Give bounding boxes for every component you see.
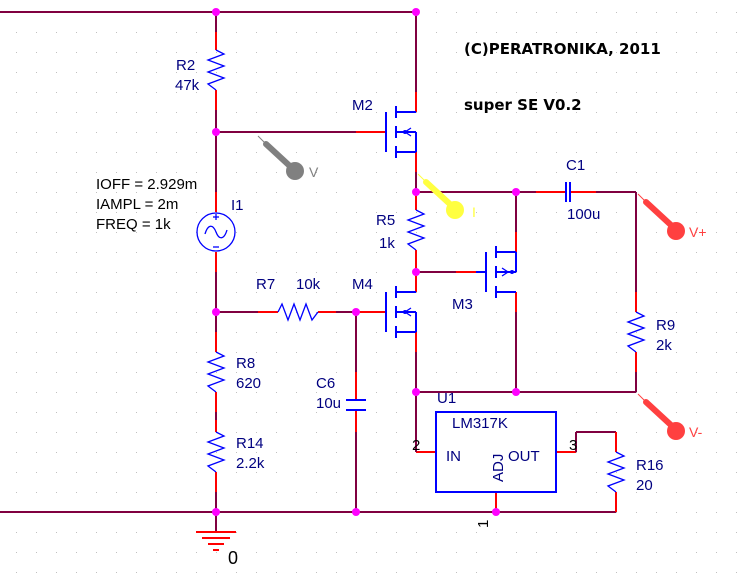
junction [352, 508, 360, 516]
ground-label: 0 [228, 548, 238, 568]
junctions [212, 8, 520, 516]
capacitor-c6[interactable] [346, 399, 366, 411]
m4-ref: M4 [352, 276, 373, 293]
voltage-probe-label: V [309, 164, 319, 180]
c1-value: 100u [567, 206, 600, 223]
current-source-i1[interactable] [196, 212, 236, 252]
r7-value: 10k [296, 276, 321, 293]
junction [352, 308, 360, 316]
m2-ref: M2 [352, 97, 373, 114]
u1-pin-num-in: 2 [412, 437, 420, 454]
r14-value: 2.2k [236, 455, 265, 472]
resistor-r16[interactable] [606, 451, 626, 493]
voltage-probe-vminus[interactable]: V- [637, 393, 703, 440]
vplus-probe-label: V+ [689, 224, 707, 240]
junction [212, 8, 220, 16]
junction [212, 128, 220, 136]
r9-value: 2k [656, 337, 672, 354]
grid [16, 12, 737, 573]
mosfet-m2[interactable] [385, 106, 417, 158]
r2-ref: R2 [176, 57, 195, 74]
r9-ref: R9 [656, 317, 675, 334]
i1-ref: I1 [231, 197, 244, 214]
u1-pin-out: OUT [508, 448, 540, 465]
u1-model: LM317K [452, 415, 508, 432]
junction [412, 188, 420, 196]
u1-pin-in: IN [446, 448, 461, 465]
r8-ref: R8 [236, 355, 255, 372]
r16-value: 20 [636, 477, 653, 494]
voltage-probe[interactable]: V [257, 135, 319, 180]
junction [412, 388, 420, 396]
resistor-r14[interactable] [206, 431, 226, 473]
copyright-text: (C)PERATRONIKA, 2011 [464, 40, 661, 58]
mosfet-m3[interactable] [485, 246, 517, 298]
capacitor-c1[interactable] [565, 182, 571, 202]
r14-ref: R14 [236, 435, 264, 452]
resistor-r7[interactable] [277, 302, 319, 322]
junction [492, 508, 500, 516]
r16-ref: R16 [636, 457, 664, 474]
i1-param-iampl: IAMPL = 2m [96, 196, 178, 213]
u1-pin-num-adj: 1 [475, 520, 492, 528]
resistor-r8[interactable] [206, 351, 226, 393]
r5-ref: R5 [376, 212, 395, 229]
i1-param-freq: FREQ = 1k [96, 216, 171, 233]
project-title: super SE V0.2 [464, 96, 582, 114]
voltage-probe-vplus[interactable]: V+ [637, 193, 707, 240]
mosfet-m4[interactable] [385, 286, 417, 338]
junction [412, 8, 420, 16]
m3-ref: M3 [452, 296, 473, 313]
u1-ref: U1 [437, 390, 456, 407]
regulator-u1[interactable] [435, 411, 557, 493]
c6-value: 10u [316, 395, 341, 412]
junction [412, 268, 420, 276]
current-probe[interactable]: I [417, 173, 476, 220]
current-probe-label: I [472, 204, 476, 220]
resistor-r2[interactable] [206, 49, 226, 91]
junction [512, 388, 520, 396]
c1-ref: C1 [566, 157, 585, 174]
r7-ref: R7 [256, 276, 275, 293]
resistor-r5[interactable] [406, 209, 426, 251]
junction [212, 308, 220, 316]
r8-value: 620 [236, 375, 261, 392]
ground-symbol [196, 531, 236, 551]
r2-value: 47k [175, 77, 200, 94]
resistor-r9[interactable] [626, 311, 646, 353]
r5-value: 1k [379, 235, 395, 252]
junction [212, 508, 220, 516]
u1-pin-num-out: 3 [569, 437, 577, 454]
i1-param-ioff: IOFF = 2.929m [96, 176, 197, 193]
c6-ref: C6 [316, 375, 335, 392]
vminus-probe-label: V- [689, 424, 703, 440]
junction [512, 188, 520, 196]
u1-pin-adj: ADJ [490, 454, 507, 482]
